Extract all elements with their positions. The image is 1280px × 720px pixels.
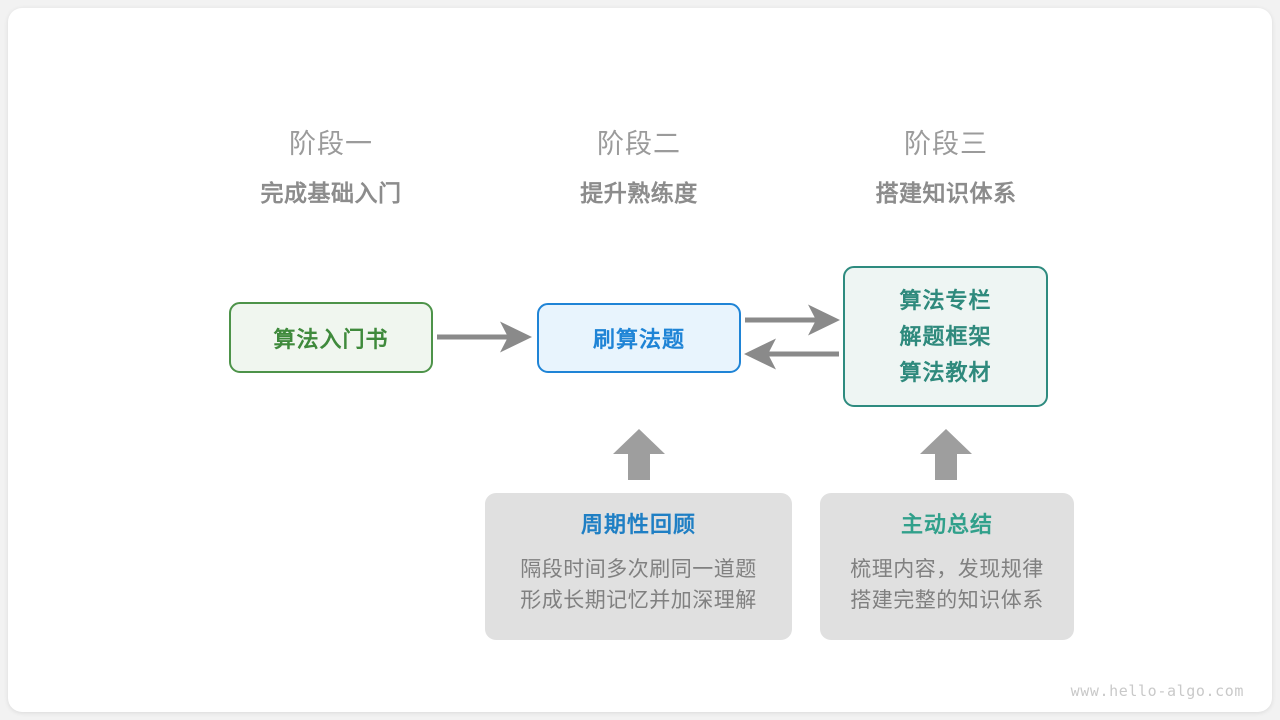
note-periodic-review-title: 周期性回顾	[580, 512, 696, 537]
note-active-summary-body: 梳理内容，发现规律 搭建完整的知识体系	[820, 554, 1074, 616]
phase-index-1: 阶段一	[289, 129, 373, 159]
phase-index-2: 阶段二	[597, 129, 681, 159]
note-active-summary: 主动总结 梳理内容，发现规律 搭建完整的知识体系	[820, 493, 1074, 640]
node-resources-line-1: 算法专栏	[899, 287, 992, 313]
note-periodic-review: 周期性回顾 隔段时间多次刷同一道题 形成长期记忆并加深理解	[485, 493, 792, 640]
note-periodic-review-body: 隔段时间多次刷同一道题 形成长期记忆并加深理解	[485, 554, 792, 616]
phase-header-3: 阶段三 搭建知识体系	[816, 127, 1076, 208]
note-active-summary-body-line-1: 梳理内容，发现规律	[850, 558, 1044, 581]
node-intro-book: 算法入门书	[229, 302, 433, 373]
note-periodic-review-body-line-2: 形成长期记忆并加深理解	[520, 589, 757, 612]
phase-index-3: 阶段三	[904, 129, 988, 159]
node-practice-problems: 刷算法题	[537, 303, 741, 373]
phase-header-2: 阶段二 提升熟练度	[509, 127, 769, 208]
node-resources-line-2: 解题框架	[899, 323, 992, 349]
node-practice-problems-label: 刷算法题	[592, 327, 685, 352]
node-resources-line-3: 算法教材	[899, 359, 992, 385]
note-periodic-review-body-line-1: 隔段时间多次刷同一道题	[520, 558, 757, 581]
watermark-url: www.hello-algo.com	[1070, 682, 1244, 700]
phase-header-1: 阶段一 完成基础入门	[201, 127, 461, 208]
node-resources: 算法专栏 解题框架 算法教材	[843, 266, 1048, 407]
node-intro-book-label: 算法入门书	[273, 326, 389, 352]
note-active-summary-title: 主动总结	[900, 512, 993, 537]
phase-title-2: 提升熟练度	[580, 180, 698, 206]
phase-title-3: 搭建知识体系	[875, 180, 1017, 206]
note-active-summary-body-line-2: 搭建完整的知识体系	[850, 589, 1044, 612]
phase-title-1: 完成基础入门	[260, 180, 402, 206]
